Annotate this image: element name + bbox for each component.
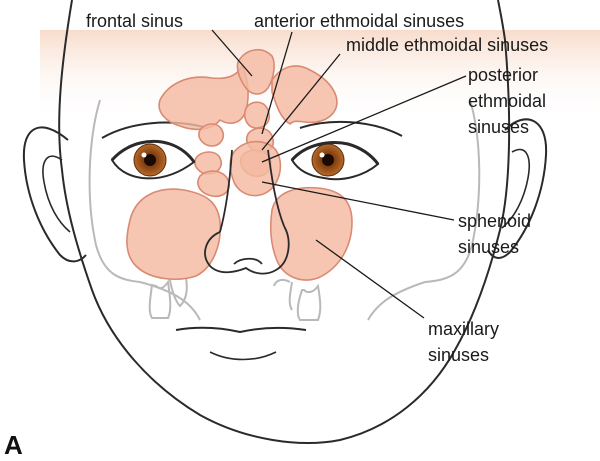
ethmoid-cell-1 [199, 124, 223, 146]
right-eye [292, 143, 378, 180]
panel-letter: A [4, 430, 23, 461]
label-frontal-sinus: frontal sinus [86, 10, 183, 32]
mouth [176, 328, 306, 332]
left-eye [112, 141, 194, 178]
maxillary-sinus-left [127, 189, 220, 279]
lower-lip [210, 352, 276, 360]
label-middle-ethmoidal: middle ethmoidal sinuses [346, 34, 548, 56]
label-sphenoid-line2: sinuses [458, 236, 519, 258]
right-tooth-2 [274, 280, 292, 310]
sinus-diagram: frontal sinus anterior ethmoidal sinuses… [0, 0, 600, 451]
label-posterior-line1: posterior [468, 64, 538, 86]
ethmoid-cell-3 [198, 171, 229, 196]
right-tooth [298, 286, 320, 320]
label-sphenoid-line1: sphenoid [458, 210, 531, 232]
label-anterior-ethmoidal: anterior ethmoidal sinuses [254, 10, 464, 32]
left-tooth-2 [170, 278, 187, 306]
label-posterior-line2: ethmoidal [468, 90, 546, 112]
label-posterior-line3: sinuses [468, 116, 529, 138]
left-tooth [150, 282, 171, 318]
maxillary-sinus-right [271, 188, 352, 280]
leader-maxillary [316, 240, 424, 318]
label-maxillary-line1: maxillary [428, 318, 499, 340]
label-maxillary-line2: sinuses [428, 344, 489, 366]
